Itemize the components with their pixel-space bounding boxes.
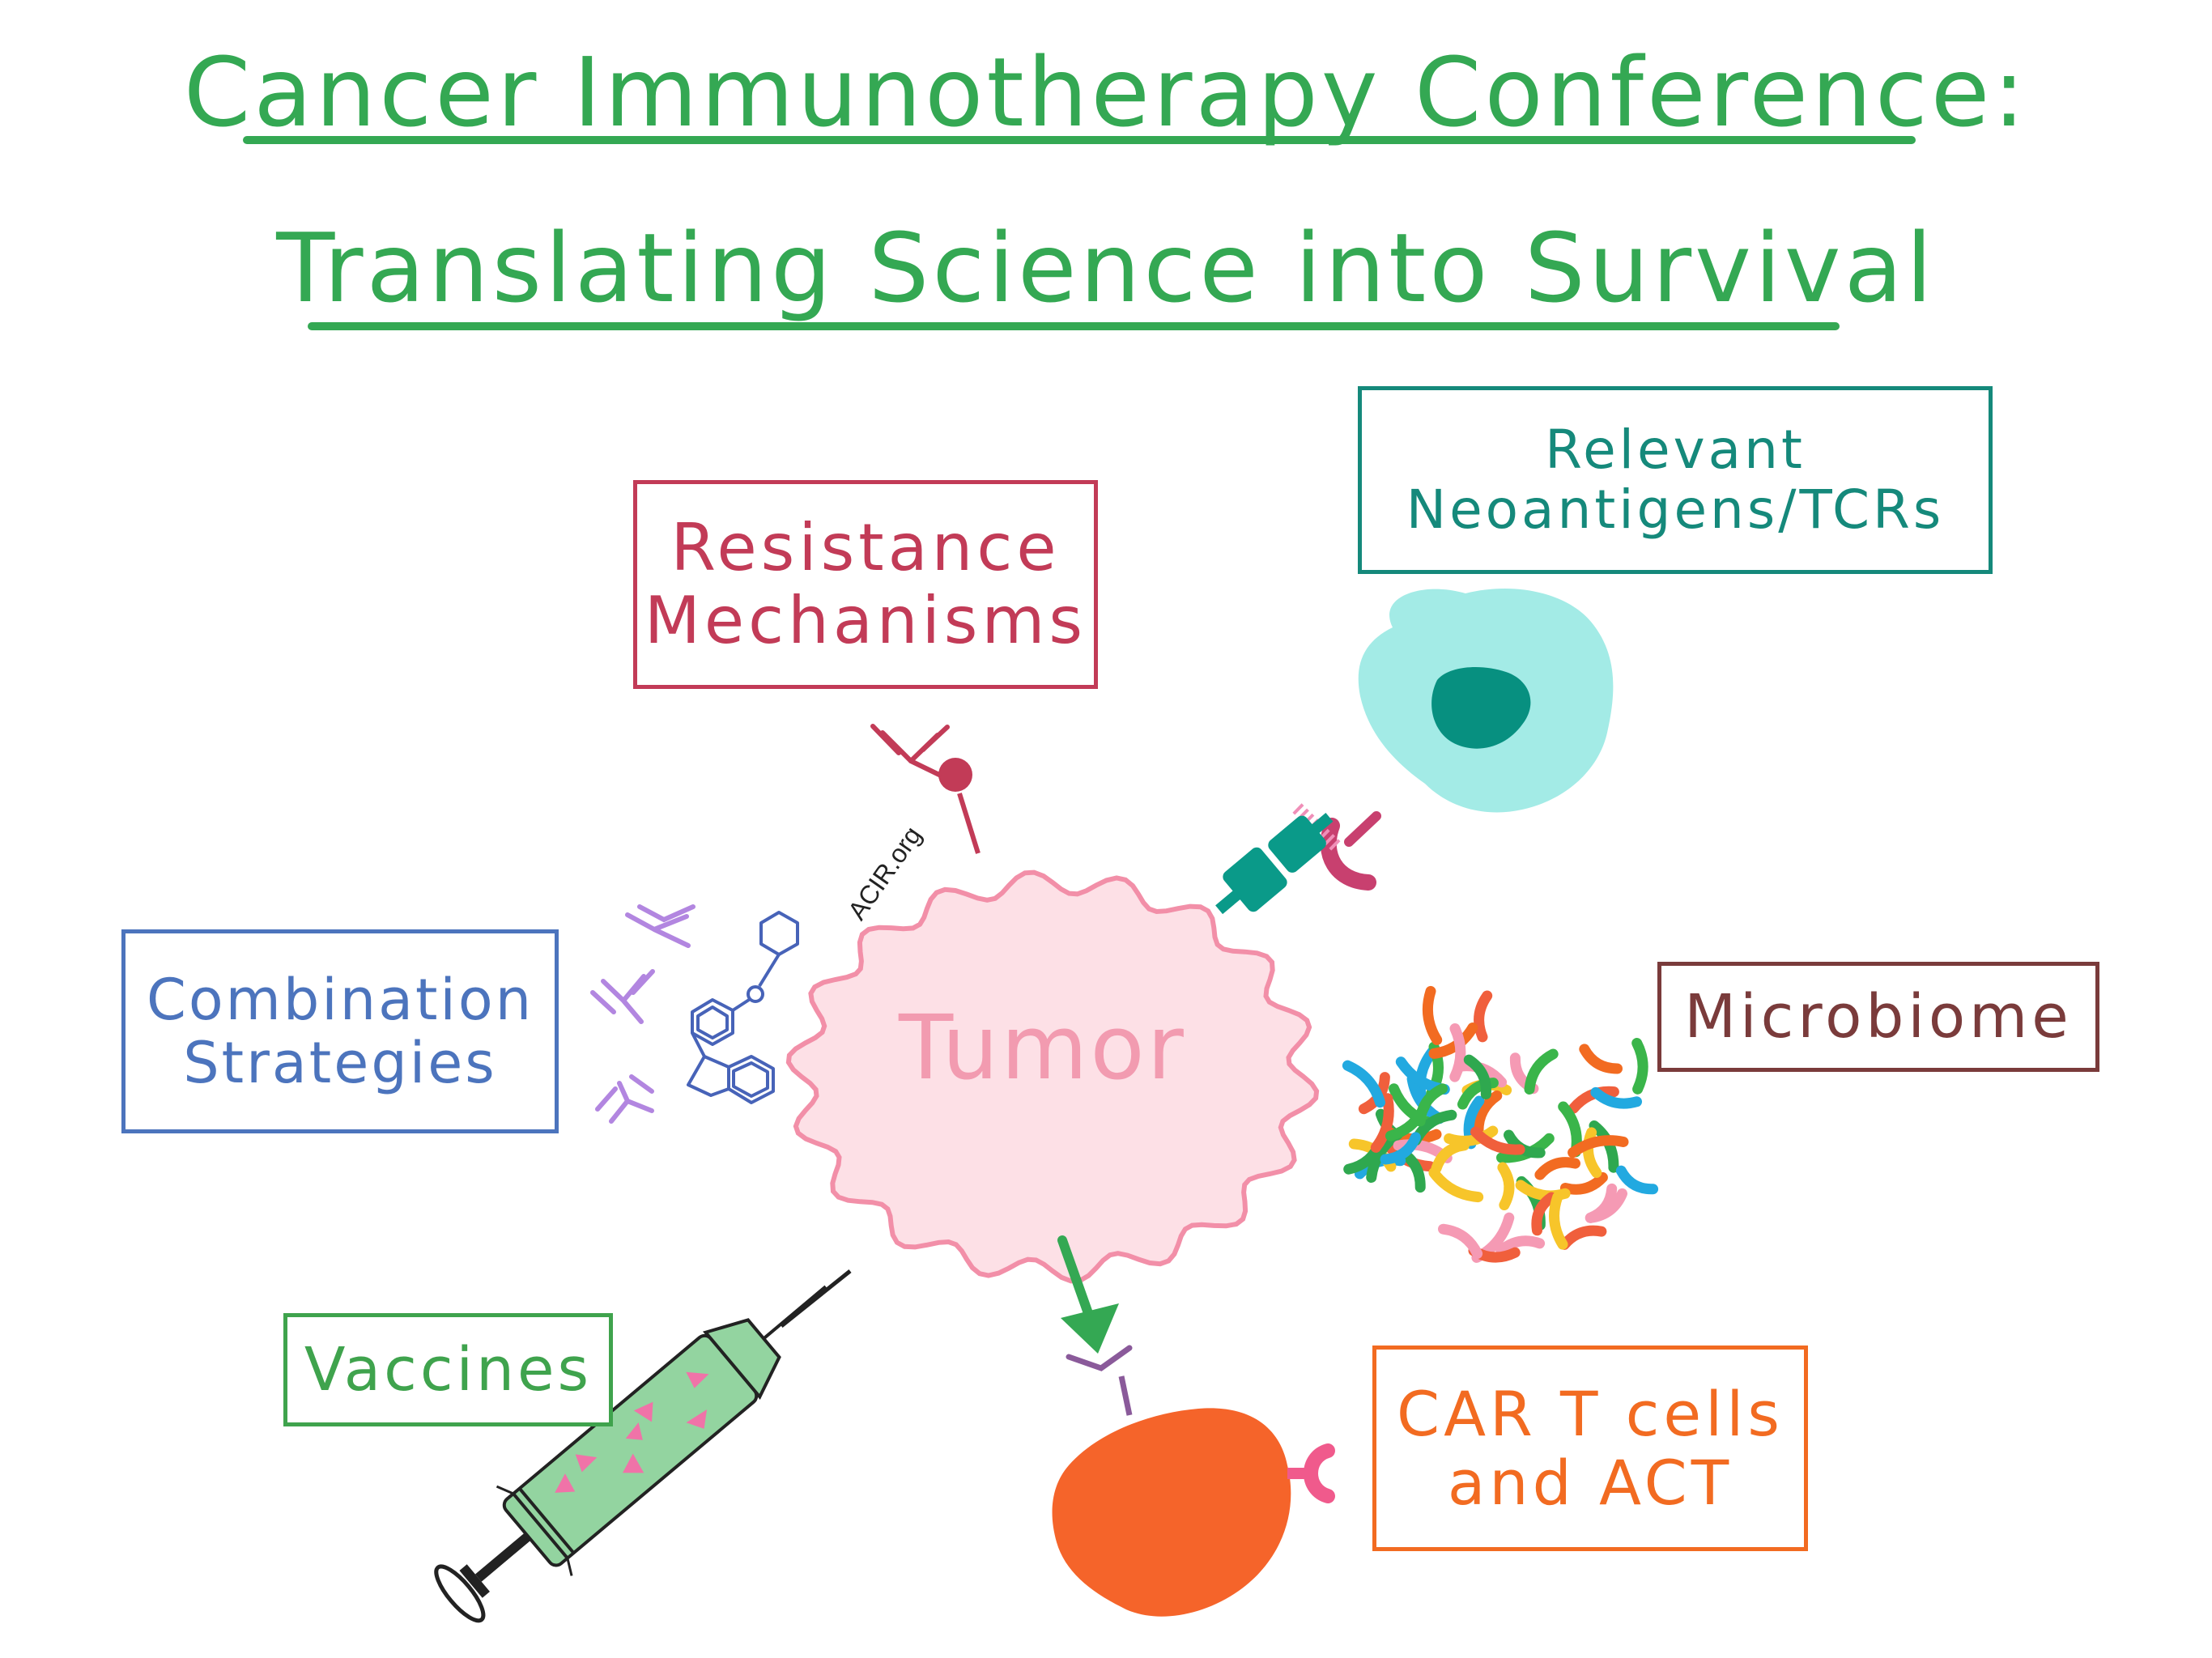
bacterium-icon (1438, 1223, 1483, 1259)
topic-box-vaccines: Vaccines (283, 1313, 613, 1426)
antibody-icon (870, 724, 950, 777)
bacterium-icon (1444, 1125, 1499, 1146)
topic-box-neoantigens: Relevant Neoantigens/TCRs (1358, 386, 1993, 574)
bacterium-icon (1414, 1083, 1448, 1127)
bacterium-icon (1497, 1162, 1515, 1210)
bacterium-icon (1531, 1192, 1557, 1236)
bacterium-icon (1524, 1048, 1559, 1095)
tumor-cell (785, 869, 1320, 1284)
bacterium-icon (1370, 1093, 1394, 1153)
bacterium-icon (1428, 1167, 1484, 1203)
checkpoint-receptor-icon (938, 758, 972, 792)
bacterium-icon (1631, 1038, 1648, 1095)
topic-label-combination-2: Strategies (183, 1030, 497, 1096)
bacterium-icon (1380, 1132, 1421, 1165)
bacterium-icon (1495, 1235, 1546, 1256)
tumor-label: Tumor (899, 996, 1186, 1099)
bacterium-icon (1585, 1183, 1618, 1223)
connector-resistance (957, 793, 981, 854)
topic-label-cart-1: CAR T cells (1397, 1377, 1784, 1450)
arrow-icon (1057, 1235, 1119, 1354)
bacterium-icon (1582, 1127, 1602, 1178)
bacterium-icon (1559, 1171, 1608, 1195)
topic-label-cart-2: and ACT (1447, 1447, 1733, 1519)
antibody-icon (590, 904, 696, 1124)
topic-label-resistance-2: Mechanisms (644, 583, 1087, 658)
bacterium-icon (1431, 1140, 1470, 1174)
bacterium-icon (1579, 1044, 1623, 1074)
bacterium-icon (1463, 1054, 1491, 1100)
title-line-1: Cancer Immunotherapy Conference: (183, 36, 2029, 148)
bacterium-icon (1449, 1023, 1466, 1082)
bacterium-icon (1559, 1225, 1607, 1250)
syringe-icon (434, 1285, 827, 1623)
connector-cart (1118, 1375, 1133, 1416)
topic-label-resistance-1: Resistance (670, 510, 1061, 586)
title-line-2: Translating Science into Survival (276, 212, 1936, 324)
bacterium-icon (1568, 1135, 1629, 1158)
title-underline-2 (308, 322, 1840, 330)
bacterium-icon (1342, 1060, 1385, 1108)
topic-label-neoantigens-1: Relevant (1545, 419, 1806, 482)
title-underline-1 (243, 136, 1916, 144)
topic-label-microbiome: Microbiome (1684, 981, 2073, 1052)
bacterium-icon (1470, 1126, 1525, 1155)
car-t-cell-icon (1052, 1408, 1335, 1617)
bacterium-icon (1474, 990, 1493, 1043)
bacterium-icon (1422, 985, 1443, 1045)
topic-box-resistance: Resistance Mechanisms (633, 480, 1098, 689)
bacterium-icon (1534, 1157, 1580, 1180)
connector-vaccine (780, 1269, 852, 1328)
t-cell-icon (1358, 589, 1614, 813)
small-molecule-drug-icon (687, 911, 799, 1104)
topic-box-microbiome: Microbiome (1657, 962, 2099, 1072)
car-receptor-icon (1066, 1345, 1133, 1371)
topic-label-combination-1: Combination (146, 966, 534, 1033)
bacterium-icon (1549, 1192, 1568, 1250)
topic-label-neoantigens-2: Neoantigens/TCRs (1406, 478, 1945, 541)
bacterium-icon (1615, 1165, 1659, 1195)
tcr-receptor-icon (1215, 803, 1381, 915)
topic-label-vaccines: Vaccines (304, 1334, 593, 1405)
bacterium-icon (1590, 1086, 1642, 1109)
bacteria-cluster-icon (1342, 985, 1659, 1263)
topic-box-cart: CAR T cells and ACT (1372, 1346, 1808, 1551)
topic-box-combination: Combination Strategies (121, 929, 559, 1133)
